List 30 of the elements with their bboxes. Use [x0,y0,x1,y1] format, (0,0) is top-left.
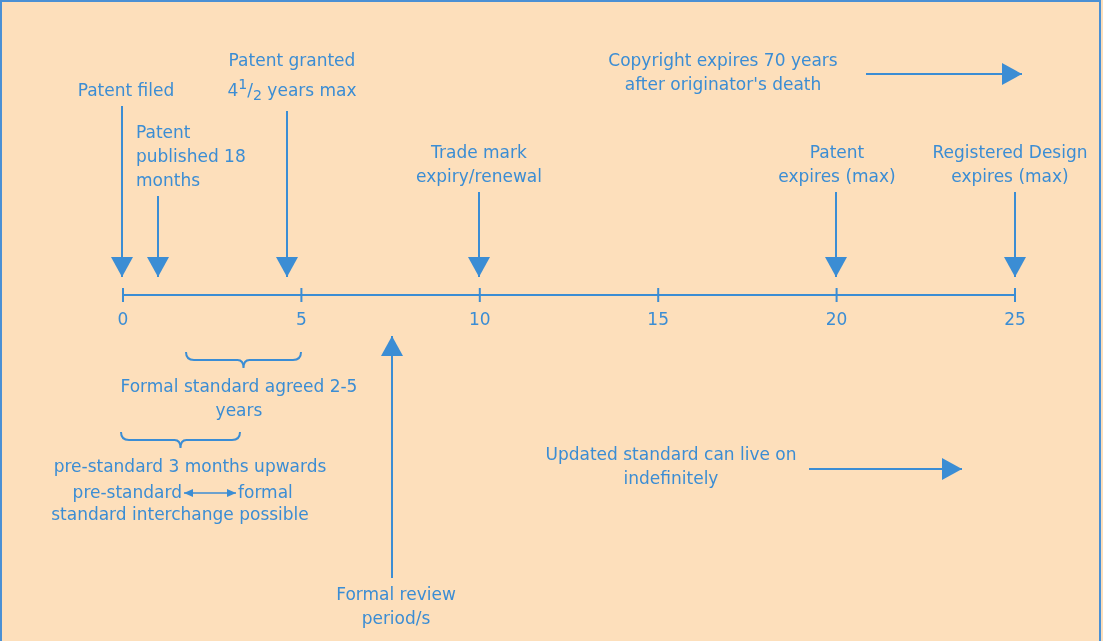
arrow [381,335,403,579]
arrow [865,63,1023,85]
timeline-note: Formal review period/s [316,582,476,630]
tick-label: 25 [1003,308,1027,331]
timeline-note: Patent published 18 months [136,120,246,192]
note-text: standard interchange possible [50,503,310,526]
arrow [276,110,298,278]
timeline-note: Copyright expires 70 years after originator's death [588,48,858,96]
timeline-note: Patent granted 4$^{1}$/$_{2}$ years max [212,48,372,108]
arrow [825,191,847,278]
arrow [183,489,237,497]
tick-label: 20 [824,308,849,331]
timeline-note: Registered Design expires (max) [920,140,1100,188]
timeline-note: Updated standard can live on indefinitely [541,442,801,490]
timeline-note: pre-standard [56,480,182,504]
timeline-note: formal [238,480,308,504]
timeline-note: Trade mark expiry/renewal [399,140,559,188]
tick-label: 15 [646,308,670,331]
timeline-note: Patent expires (max) [777,140,897,188]
tick-label: 10 [467,308,492,331]
arrow [1004,191,1026,278]
note-text: Formal standard agreed 2-5 years [119,375,359,422]
note-text: pre-standard 3 months upwards [52,455,328,478]
tick-label: 5 [294,308,308,331]
arrow [111,105,133,278]
arrow [468,191,490,278]
arrow [147,195,169,278]
timeline-note: Patent filed [56,78,196,102]
arrow [808,458,963,480]
tick-label: 0 [116,308,130,331]
